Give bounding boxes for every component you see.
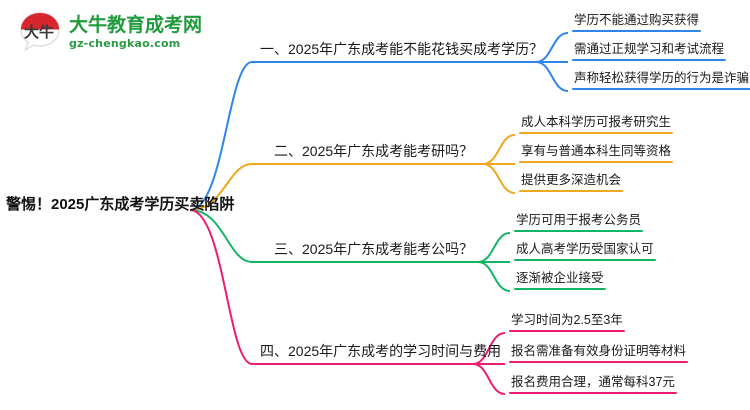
branch-4-wires bbox=[189, 209, 506, 395]
leaf-node-3-2-rule bbox=[514, 259, 656, 261]
leaf-node-2-1[interactable]: 成人本科学历可报考研究生 bbox=[519, 115, 674, 134]
leaf-node-3-2[interactable]: 成人高考学历受国家认可 bbox=[514, 242, 656, 261]
leaf-node-4-2-rule bbox=[509, 361, 689, 363]
leaf-node-1-2-rule bbox=[572, 59, 727, 61]
leaf-node-4-1-label: 学习时间为2.5至3年 bbox=[511, 313, 623, 327]
root-node[interactable]: 警惕！2025广东成考学历买卖陷阱 bbox=[6, 196, 234, 213]
branch-node-2[interactable]: 二、2025年广东成考能考研吗？ bbox=[272, 143, 475, 160]
branch-node-4-label: 四、2025年广东成考的学习时间与费用 bbox=[260, 343, 502, 359]
branch-1-wires bbox=[189, 32, 569, 211]
leaf-node-3-3-rule bbox=[514, 288, 606, 290]
leaf-node-3-1[interactable]: 学历可用于报考公务员 bbox=[514, 213, 644, 232]
leaf-node-2-3-rule bbox=[519, 190, 624, 192]
branch-node-4[interactable]: 四、2025年广东成考的学习时间与费用 bbox=[258, 343, 503, 360]
branch-node-1-label: 一、2025年广东成考能不能花钱买成考学历？ bbox=[260, 41, 544, 57]
leaf-node-4-2-label: 报名需准备有效身份证明等材料 bbox=[511, 344, 687, 358]
leaf-node-2-1-rule bbox=[519, 132, 674, 134]
leaf-node-1-2[interactable]: 需通过正规学习和考试流程 bbox=[572, 42, 727, 61]
branch-node-3[interactable]: 三、2025年广东成考能考公吗？ bbox=[272, 241, 475, 258]
leaf-node-2-1-label: 成人本科学历可报考研究生 bbox=[521, 115, 672, 129]
branch-node-2-label: 二、2025年广东成考能考研吗？ bbox=[274, 143, 474, 159]
logo-text: 大牛教育成考网 gz-chengkao.com bbox=[69, 16, 202, 49]
site-logo: 大牛 大牛教育成考网 gz-chengkao.com bbox=[18, 8, 202, 56]
branch-node-1[interactable]: 一、2025年广东成考能不能花钱买成考学历？ bbox=[258, 41, 545, 58]
leaf-node-2-2-rule bbox=[519, 161, 674, 163]
leaf-node-3-2-label: 成人高考学历受国家认可 bbox=[516, 242, 654, 256]
leaf-node-1-1-rule bbox=[572, 30, 702, 32]
logo-mark-icon: 大牛 bbox=[18, 10, 62, 54]
leaf-node-1-3[interactable]: 声称轻松获得学历的行为是诈骗 bbox=[572, 71, 750, 90]
leaf-node-4-1-rule bbox=[509, 330, 625, 332]
leaf-node-4-1[interactable]: 学习时间为2.5至3年 bbox=[509, 313, 625, 332]
leaf-node-3-1-label: 学历可用于报考公务员 bbox=[516, 213, 642, 227]
leaf-node-2-3-label: 提供更多深造机会 bbox=[521, 173, 622, 187]
leaf-node-1-3-rule bbox=[572, 88, 750, 90]
leaf-node-3-3-label: 逐渐被企业接受 bbox=[516, 271, 604, 285]
leaf-node-1-1[interactable]: 学历不能通过购买获得 bbox=[572, 13, 702, 32]
svg-text:大牛: 大牛 bbox=[24, 23, 54, 41]
leaf-node-4-3[interactable]: 报名费用合理，通常每科37元 bbox=[509, 375, 677, 394]
leaf-node-1-1-label: 学历不能通过购买获得 bbox=[574, 13, 700, 27]
leaf-node-4-3-label: 报名费用合理，通常每科37元 bbox=[511, 375, 675, 389]
leaf-node-1-2-label: 需通过正规学习和考试流程 bbox=[574, 42, 725, 56]
leaf-node-3-3[interactable]: 逐渐被企业接受 bbox=[514, 271, 606, 290]
leaf-node-3-1-rule bbox=[514, 230, 644, 232]
branch-node-3-label: 三、2025年广东成考能考公吗？ bbox=[274, 241, 474, 257]
leaf-node-2-2-label: 享有与普通本科生同等资格 bbox=[521, 144, 672, 158]
leaf-node-4-3-rule bbox=[509, 392, 677, 394]
leaf-node-1-3-label: 声称轻松获得学历的行为是诈骗 bbox=[574, 71, 750, 85]
leaf-node-2-2[interactable]: 享有与普通本科生同等资格 bbox=[519, 144, 674, 163]
root-node-label: 警惕！2025广东成考学历买卖陷阱 bbox=[6, 196, 235, 213]
logo-subtitle: gz-chengkao.com bbox=[69, 36, 181, 50]
logo-title: 大牛教育成考网 bbox=[69, 14, 203, 36]
leaf-node-2-3[interactable]: 提供更多深造机会 bbox=[519, 173, 624, 192]
leaf-node-4-2[interactable]: 报名需准备有效身份证明等材料 bbox=[509, 344, 689, 363]
